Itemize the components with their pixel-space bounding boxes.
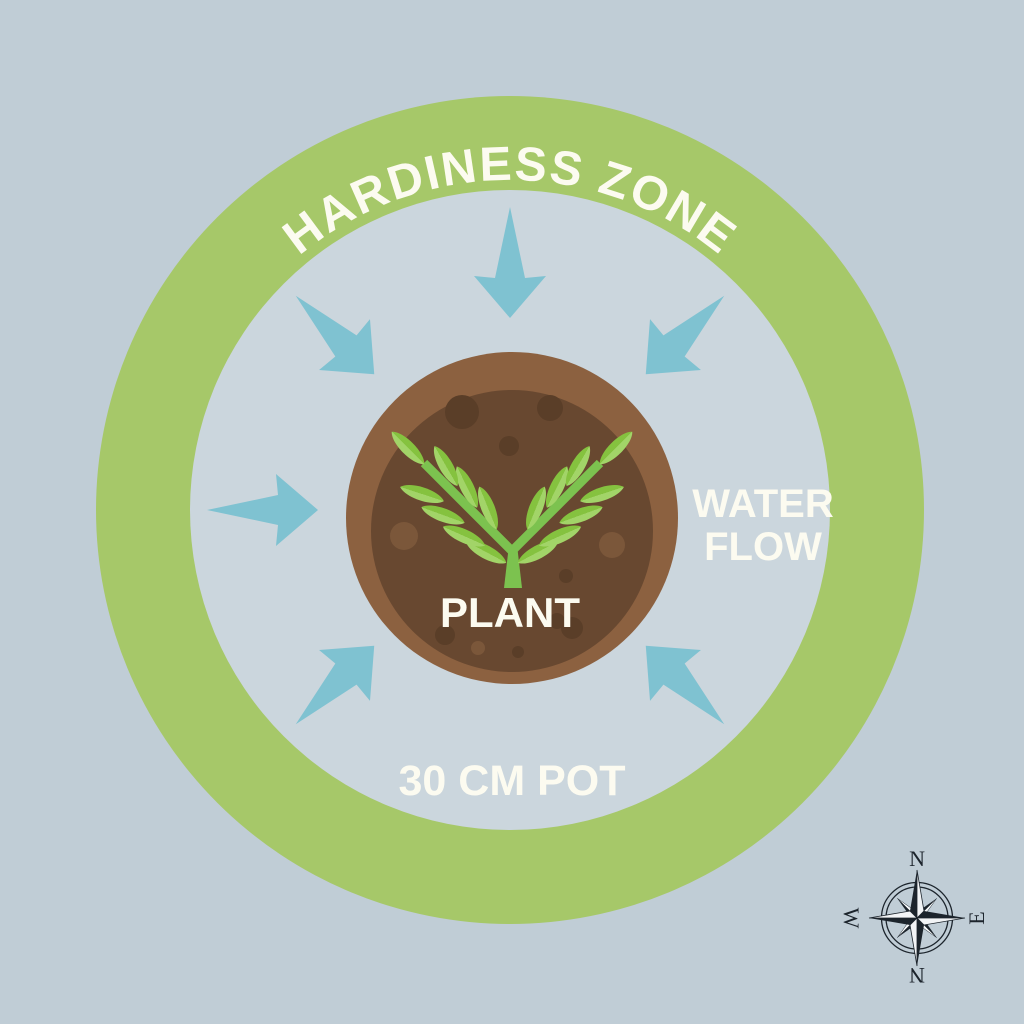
plant-illustration [387, 427, 637, 588]
compass-letter-west: W [839, 908, 864, 929]
soil-spots-dark [435, 395, 583, 658]
plant-label: PLANT [440, 589, 580, 636]
compass-letter-south: N [909, 963, 925, 988]
compass-letter-north: N [909, 846, 925, 871]
soil-spots-light [390, 522, 625, 655]
water-flow-label-line1: WATER [692, 482, 834, 526]
pot-size-label: 30 CM POT [399, 757, 626, 805]
plant-stem [504, 545, 522, 588]
compass-rose: N E N W [839, 846, 989, 988]
water-flow-label: WATER FLOW [692, 482, 834, 569]
water-flow-label-line2: FLOW [704, 525, 822, 569]
compass-letter-east: E [964, 911, 989, 924]
